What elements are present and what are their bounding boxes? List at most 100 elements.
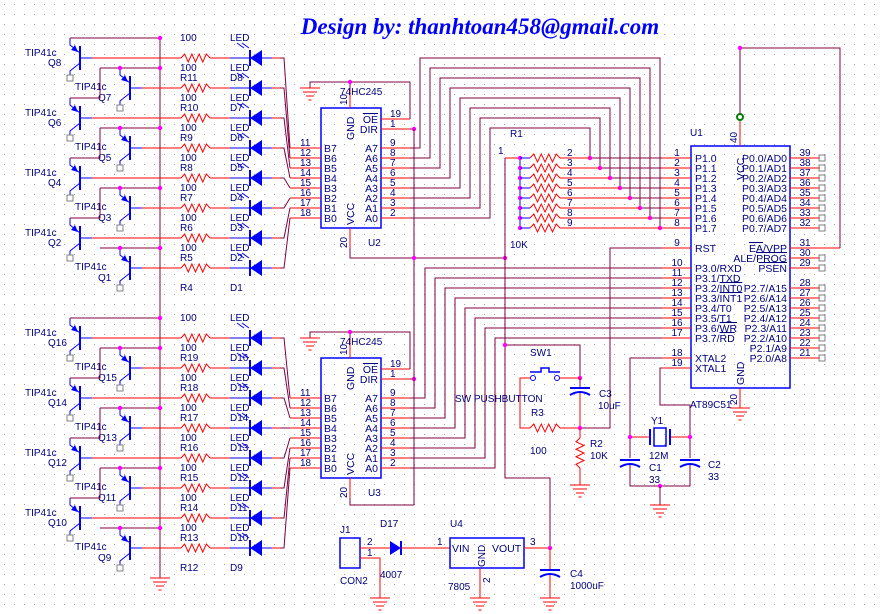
led-light-arrow: [241, 442, 250, 449]
pin-number: 13: [300, 158, 312, 169]
led-light-arrow: [241, 412, 250, 419]
data-bus-wire: [410, 77, 662, 209]
resistor-value-label: 100: [180, 403, 197, 414]
pin-name-post: P2.4/A12: [744, 313, 787, 325]
capacitor-value-label: 33: [649, 475, 661, 486]
led-ref-label: D2: [230, 253, 243, 264]
pin-number: 8: [674, 218, 680, 229]
data-bus-wire: [410, 87, 662, 199]
junction-dot: [411, 255, 417, 261]
pin-number: 35: [799, 188, 811, 199]
pin-name-pre: XTAL2: [695, 353, 726, 365]
connector-part-label: CON2: [340, 576, 368, 587]
pin-number: 26: [799, 298, 811, 309]
pin-number: 6: [390, 418, 396, 429]
pin-number: 30: [799, 248, 811, 259]
pin-name: P0.0/AD0: [742, 153, 787, 165]
data-bus-wire: [410, 117, 662, 209]
pin-name: B6: [324, 403, 337, 415]
pin-name-post: P0.4/AD4: [742, 193, 787, 205]
resistor-ref-label: R19: [180, 353, 199, 364]
pin-number: 24: [799, 318, 811, 329]
unconnected-pin-marker: [116, 504, 124, 512]
resistor-value-label: 100: [180, 213, 197, 224]
pin-name-post: P2.1/A9: [750, 343, 788, 355]
led-light-arrow: [236, 442, 245, 449]
resistor-ref-label: R8: [180, 163, 193, 174]
junction-dot: [157, 185, 163, 191]
wire: [659, 367, 691, 458]
junction-dot: [347, 329, 353, 335]
wire: [349, 498, 414, 506]
unconnected-pin-marker: [66, 254, 74, 262]
data-bus-wire: [410, 277, 662, 409]
diode-ref-label: D17: [380, 519, 399, 530]
capacitor-C3: [569, 387, 591, 396]
transistor-part-label: TIP41c: [25, 448, 57, 459]
pin-name-post: P0.7/AD7: [742, 223, 787, 235]
pin-number: 4: [390, 438, 396, 449]
transistor-collector-lead: [69, 62, 81, 75]
pin-name: P3.1/TXD: [695, 273, 741, 285]
pin-name-post: P0.2/AD2: [742, 173, 787, 185]
pin-name-post: P2.6/A14: [744, 293, 787, 305]
pin-number: 12: [300, 398, 312, 409]
pin-name-pre: P3.1/TXD: [695, 273, 741, 285]
pin-number: 22: [799, 338, 811, 349]
pin-name: A0: [365, 463, 378, 475]
resistor-R10: [180, 82, 211, 94]
pin-name: VCC: [345, 452, 357, 475]
pin-number: 13: [671, 288, 683, 299]
led-light-arrow: [236, 192, 245, 199]
ground-symbol: [570, 484, 590, 498]
pin-name: B2: [324, 443, 337, 455]
unconnected-pin-marker: [818, 284, 826, 292]
led-light-arrow: [241, 222, 250, 229]
pin-name: B1: [324, 203, 337, 215]
led-triangle-icon: [250, 110, 262, 126]
resistor-ref-label: R6: [180, 223, 193, 234]
ground-symbol: [300, 87, 320, 101]
wire: [70, 348, 101, 379]
pin-name: A2: [365, 443, 378, 455]
pin-name: P3.2/INT0: [695, 283, 742, 295]
transistor-arrow-icon: [121, 75, 128, 82]
transistor-collector-lead: [119, 492, 131, 505]
pin-number: 20: [339, 486, 350, 498]
led-triangle-icon: [250, 170, 262, 186]
pin-name: A3: [365, 433, 378, 445]
switch-actuator-icon: [530, 367, 560, 373]
led-light-arrow: [236, 252, 245, 259]
led-light-arrow: [236, 162, 245, 169]
transistor-collector-lead: [119, 432, 131, 445]
pin-name: P1.1: [695, 163, 717, 175]
led-light-arrow: [241, 472, 250, 479]
junction-dot: [347, 79, 353, 85]
pin-name-post: P0.3/AD3: [742, 183, 787, 195]
led-light-arrow: [241, 192, 250, 199]
resistor-value-label: 100: [180, 93, 197, 104]
pin-number: 11: [300, 138, 311, 149]
pin-name: OE: [363, 364, 378, 376]
resistor-R17: [180, 392, 211, 404]
transistor-arrow-icon: [71, 445, 78, 452]
junction-dot: [117, 465, 123, 471]
transistor-arrow-icon: [71, 325, 78, 332]
crystal-Y1: [649, 427, 671, 447]
capacitor-ref-label: C4: [570, 569, 583, 580]
pin-number: 18: [300, 208, 312, 219]
pin-name: B0: [324, 463, 337, 475]
pin-number: 16: [300, 438, 312, 449]
pin-number: 7: [390, 158, 396, 169]
pin-name: P2.2/A10: [744, 333, 787, 345]
led-value-label: LED: [230, 33, 249, 44]
capacitor-ref-label: C3: [599, 389, 612, 400]
capacitor-C4: [539, 569, 561, 578]
junction-dot: [157, 65, 163, 71]
led-light-arrow: [241, 132, 250, 139]
